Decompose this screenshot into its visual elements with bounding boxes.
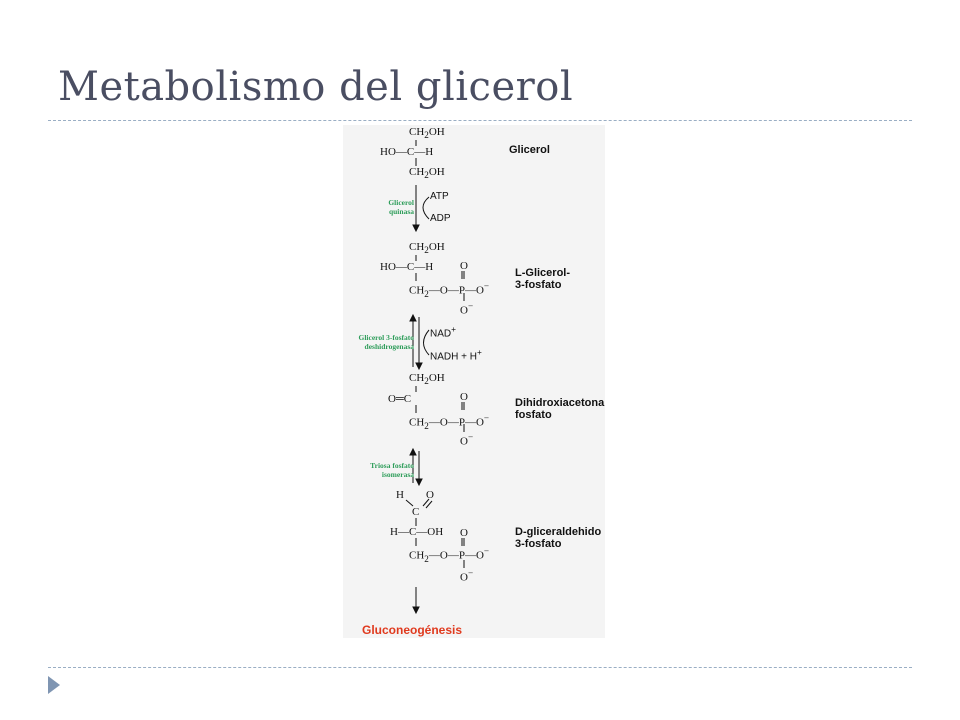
dhap-phosphate-chain: CH2—O—P—O− xyxy=(409,413,490,431)
slide-title: Metabolismo del glicerol xyxy=(58,64,574,110)
dhap-c2-ketone: O═C xyxy=(388,393,412,405)
gap-phosphate-oxo: O xyxy=(460,527,468,539)
gap-aldehyde-o: O xyxy=(426,489,434,501)
gap-c2: H—C—OH xyxy=(390,526,444,538)
cofactor-atp: ATP xyxy=(430,191,449,202)
g3p-phosphate-oxo: O xyxy=(460,260,468,272)
dhap-phosphate-oxo: O xyxy=(460,391,468,403)
title-divider xyxy=(48,120,912,121)
dhap-c1: CH2OH xyxy=(409,372,445,387)
pathway-bonds xyxy=(405,140,465,615)
gap-aldehyde-h: H xyxy=(396,489,404,501)
g3p-phosphate-chain: CH2—O—P—O− xyxy=(409,281,490,299)
gap-phosphate-ominus: O− xyxy=(460,568,474,584)
glicerol-c1: CH2OH xyxy=(409,126,445,141)
cofactor-adp: ADP xyxy=(430,213,451,224)
g3p-c2: HO—C—H xyxy=(380,261,434,273)
glicerol-c2: HO—C—H xyxy=(380,146,434,158)
g3p-c1: CH2OH xyxy=(409,241,445,256)
end-product-gluconeogenesis: Gluconeogénesis xyxy=(362,623,463,637)
dhap-phosphate-ominus: O− xyxy=(460,432,474,448)
compound-glicerol-label: Glicerol xyxy=(509,144,550,156)
gap-c1: C xyxy=(412,506,420,518)
glicerol-c3: CH2OH xyxy=(409,166,445,181)
gap-phosphate-chain: CH2—O—P—O− xyxy=(409,546,490,564)
bullet-arrow-icon xyxy=(48,676,60,694)
cofactor-nadh: NADH + H+ xyxy=(430,347,482,363)
cofactor-nad: NAD+ xyxy=(430,324,456,340)
g3p-phosphate-ominus: O− xyxy=(460,301,474,317)
compound-g3p-label: L-Glicerol-3-fosfato xyxy=(515,267,571,291)
footer-divider xyxy=(48,667,912,668)
